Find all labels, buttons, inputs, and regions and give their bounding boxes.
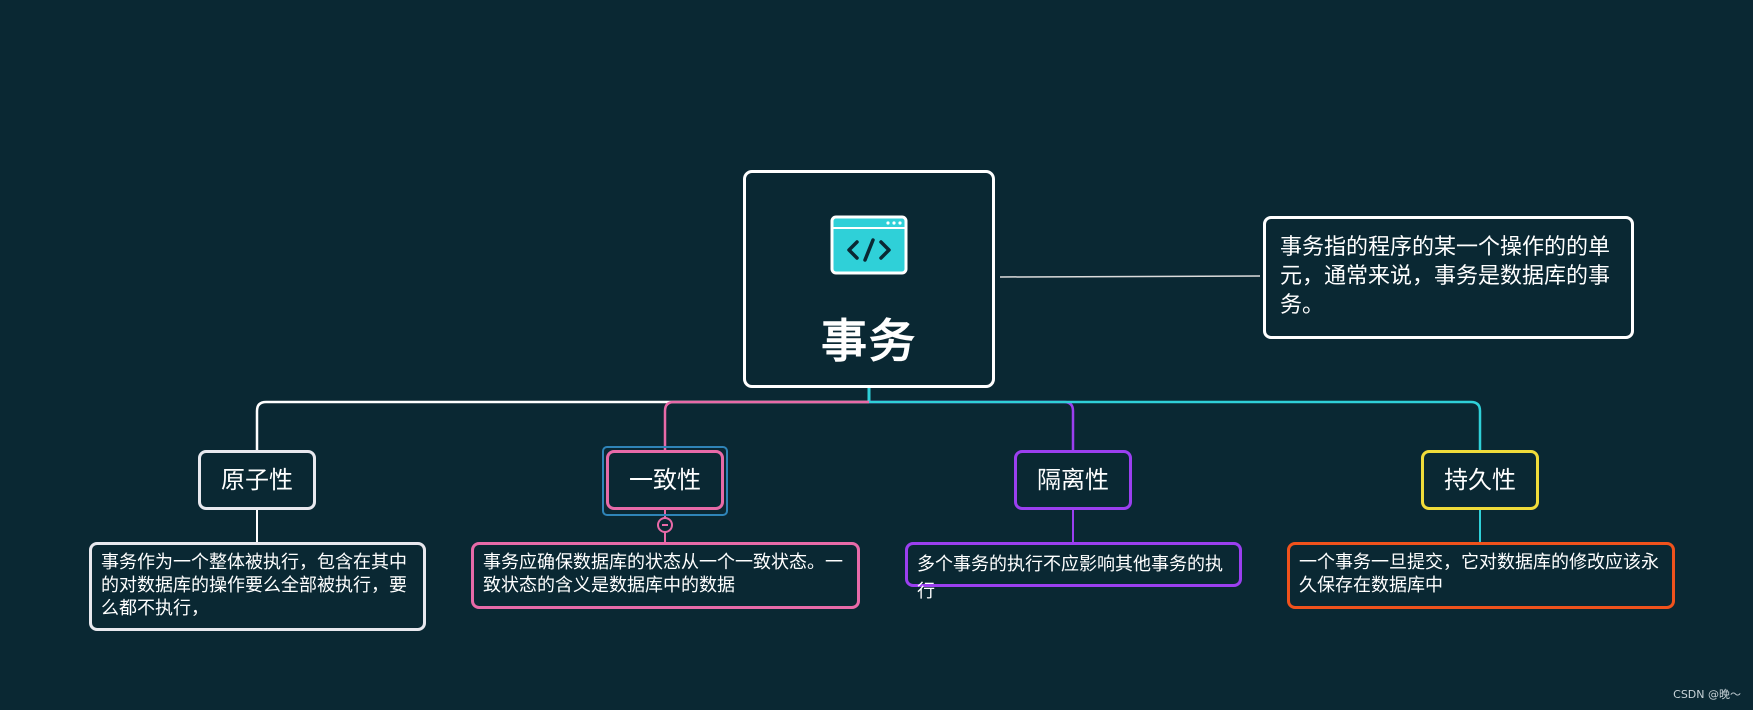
root-node[interactable]: 事务 xyxy=(743,170,995,388)
root-title: 事务 xyxy=(821,314,917,368)
watermark: CSDN @晚～ xyxy=(1673,688,1741,701)
branch-line-consistency xyxy=(663,400,869,450)
branch-line-atomicity xyxy=(255,400,869,450)
detail-consistency[interactable]: 事务应确保数据库的状态从一个一致状态。一致状态的含义是数据库中的数据 xyxy=(471,542,860,609)
branch-line-durability xyxy=(869,400,1482,450)
topic-atomicity[interactable]: 原子性 xyxy=(198,450,316,510)
note-connector xyxy=(999,275,1261,278)
topic-consistency[interactable]: 一致性 xyxy=(606,450,724,510)
selection-frame xyxy=(602,446,728,516)
root-note[interactable]: 事务指的程序的某一个操作的的单元，通常来说，事务是数据库的事务。 xyxy=(1263,216,1634,339)
detail-durability[interactable]: 一个事务一旦提交，它对数据库的修改应该永久保存在数据库中 xyxy=(1287,542,1675,609)
detail-isolation[interactable]: 多个事务的执行不应影响其他事务的执行 xyxy=(905,542,1242,602)
collapse-toggle-icon[interactable] xyxy=(657,517,673,533)
branch-line-isolation xyxy=(869,400,1075,450)
code-window-icon xyxy=(830,215,908,275)
topic-durability[interactable]: 持久性 xyxy=(1421,450,1539,510)
detail-atomicity[interactable]: 事务作为一个整体被执行，包含在其中的对数据库的操作要么全部被执行，要么都不执行， xyxy=(89,542,426,631)
topic-isolation[interactable]: 隔离性 xyxy=(1014,450,1132,510)
